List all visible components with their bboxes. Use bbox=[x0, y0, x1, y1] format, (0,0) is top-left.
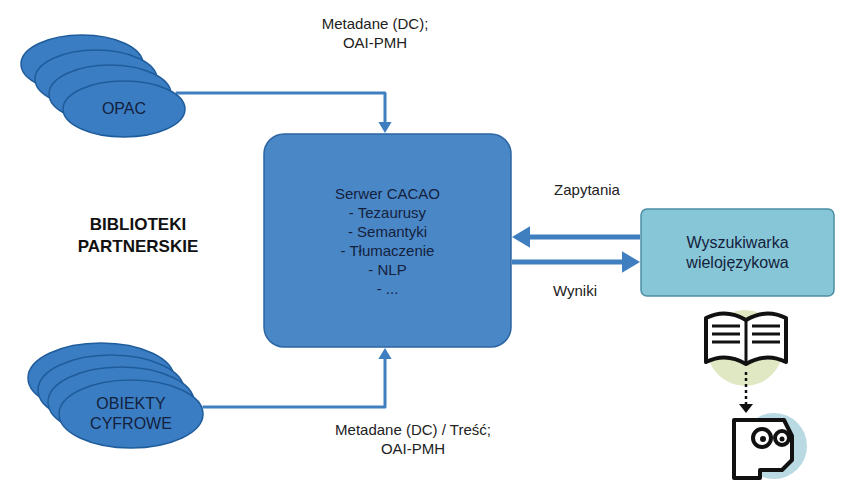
node-text: - NLP bbox=[368, 260, 406, 279]
arrow-head bbox=[378, 122, 391, 133]
node-text: OPAC bbox=[102, 99, 146, 119]
node-outline bbox=[58, 379, 204, 449]
node-text: - Tłumaczenie bbox=[341, 241, 435, 260]
search-engine-box: Wyszukiwarka wielojęzykowa bbox=[640, 208, 835, 297]
node-outline bbox=[640, 208, 835, 297]
connector bbox=[512, 226, 640, 248]
arrow-head bbox=[622, 251, 640, 273]
connector bbox=[512, 251, 640, 273]
connector-line bbox=[512, 260, 626, 265]
node-text: - Semantyki bbox=[348, 222, 427, 241]
user-icon bbox=[706, 310, 807, 479]
connector bbox=[176, 93, 392, 133]
server-box: Serwer CACAO- Tezaurusy- Semantyki- Tłum… bbox=[263, 133, 512, 348]
edge-label: Metadane (DC); OAI-PMH bbox=[302, 14, 448, 52]
library-catalog: OPAC bbox=[62, 80, 186, 138]
edge-label: Metadane (DC) / Treść; OAI-PMH bbox=[320, 420, 506, 458]
arrow-head bbox=[512, 226, 530, 248]
node-outline bbox=[263, 133, 512, 348]
arrow-head bbox=[378, 348, 391, 359]
edge-label: Zapytania bbox=[534, 180, 640, 199]
node-text: Serwer CACAO bbox=[335, 184, 440, 203]
group-label: BIBLIOTEKI PARTNERSKIE bbox=[68, 214, 208, 258]
node-text: Wyszukiwarka wielojęzykowa bbox=[652, 233, 823, 273]
connector-line bbox=[203, 357, 385, 407]
digital-objects: OBIEKTY CYFROWE bbox=[58, 379, 204, 449]
edge-label: Wyniki bbox=[522, 281, 628, 300]
node-text: - Tezaurusy bbox=[349, 203, 426, 222]
node-text: - ... bbox=[377, 279, 399, 298]
connector-line bbox=[526, 235, 640, 240]
connector bbox=[203, 348, 392, 407]
connector-line bbox=[176, 93, 385, 124]
node-text: OBIEKTY CYFROWE bbox=[78, 394, 184, 434]
